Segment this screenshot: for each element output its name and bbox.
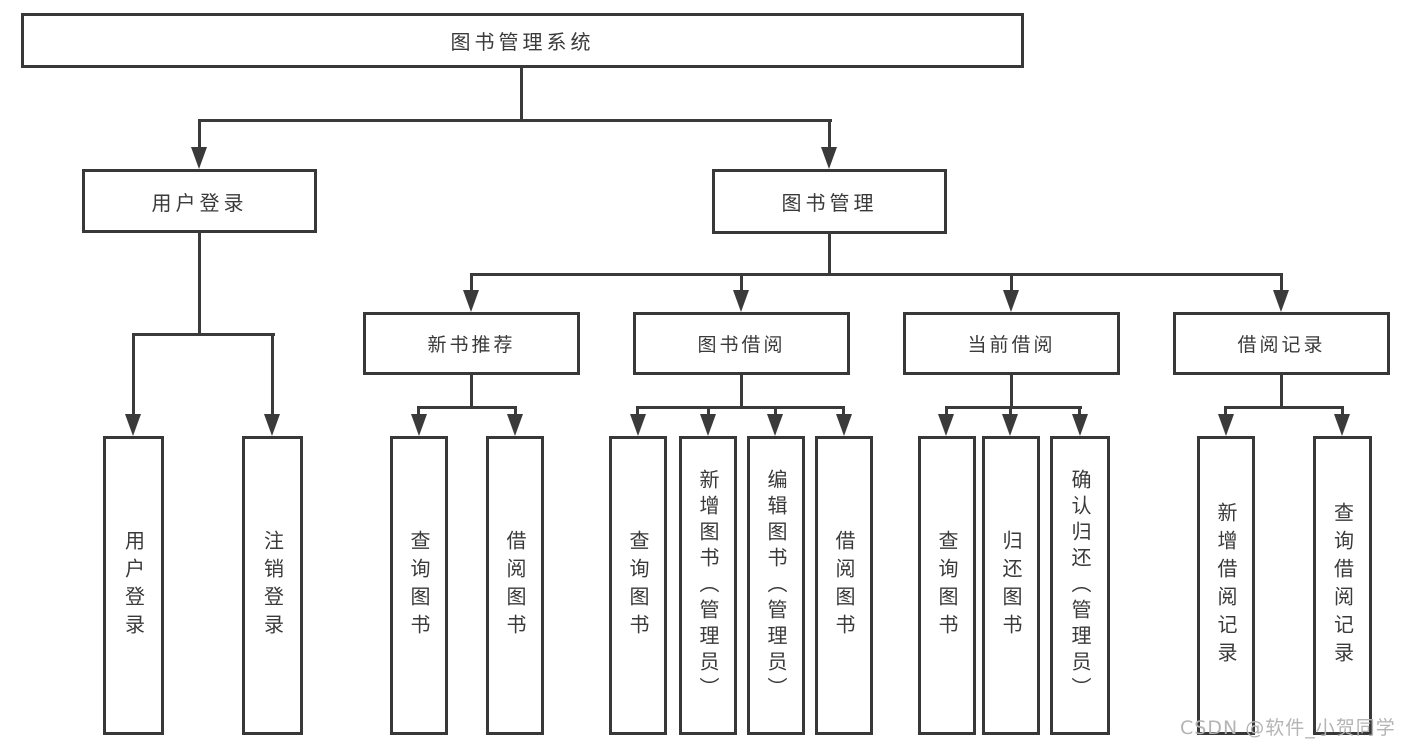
leaf-logout: 注销登录 [242,436,303,735]
connector-vline [1010,373,1013,409]
node-new-book-recommend: 新书推荐 [363,312,580,375]
connector-vline [1280,273,1283,295]
arrow-down-icon [1003,290,1019,312]
arrow-down-icon [507,414,523,436]
leaf-query-borrow-record: 查询借阅记录 [1313,436,1372,735]
connector-vline [271,333,274,418]
arrow-down-icon [630,414,646,436]
connector-vline [1010,273,1013,295]
connector-vline [636,406,639,419]
connector-hline [1224,406,1344,409]
arrow-down-icon [1002,414,1018,436]
arrow-down-icon [1273,290,1289,312]
leaf-add-borrow-record: 新增借阅记录 [1197,436,1255,735]
connector-vline [842,406,845,419]
node-borrowing-records: 借阅记录 [1173,312,1390,375]
connector-vline [1009,406,1012,419]
connector-vline [470,373,473,409]
arrow-down-icon [264,414,280,436]
leaf-user-login: 用户登录 [103,436,164,735]
leaf-confirm-return-admin: 确认归还（管理员） [1050,436,1110,735]
connector-vline [470,273,473,295]
arrow-down-icon [191,147,207,169]
connector-vline [1280,373,1283,409]
connector-hline [417,406,517,409]
arrow-down-icon [836,414,852,436]
connector-vline [198,119,201,152]
connector-vline [828,119,831,152]
leaf-borrow-books: 借阅图书 [486,436,544,735]
arrow-down-icon [700,414,716,436]
leaf-query-books: 查询图书 [609,436,667,735]
leaf-query-books: 查询图书 [390,436,448,735]
connector-vline [945,406,948,419]
arrow-down-icon [733,290,749,312]
leaf-add-book-admin: 新增图书（管理员） [679,436,737,735]
connector-hline [198,119,832,122]
connector-vline [707,406,710,419]
connector-vline [1341,406,1344,419]
arrow-down-icon [125,414,141,436]
connector-vline [1078,406,1081,419]
connector-hline [132,333,275,336]
node-book-borrowing: 图书借阅 [633,312,850,375]
connector-hline [636,406,845,409]
arrow-down-icon [938,414,954,436]
arrow-down-icon [1218,414,1234,436]
arrow-down-icon [411,414,427,436]
arrow-down-icon [767,414,783,436]
connector-vline [774,406,777,419]
arrow-down-icon [1334,414,1350,436]
leaf-edit-book-admin: 编辑图书（管理员） [747,436,805,735]
connector-hline [945,406,1082,409]
connector-vline [514,406,517,419]
leaf-query-books: 查询图书 [918,436,976,735]
connector-vline [132,333,135,418]
connector-vline [1224,406,1227,419]
arrow-down-icon [463,290,479,312]
node-book-management: 图书管理 [712,169,947,234]
node-user-login: 用户登录 [82,169,317,233]
arrow-down-icon [1072,414,1088,436]
leaf-borrow-books: 借阅图书 [815,436,873,735]
connector-hline [470,273,1283,276]
connector-vline [828,232,831,276]
node-library-system: 图书管理系统 [21,13,1024,68]
node-current-borrowing: 当前借阅 [903,312,1120,375]
connector-vline [417,406,420,419]
connector-vline [740,273,743,295]
arrow-down-icon [821,147,837,169]
leaf-return-book: 归还图书 [982,436,1040,735]
connector-vline [198,231,201,336]
csdn-watermark: CSDN @软件_小贺同学 [1180,717,1396,739]
connector-vline [520,66,523,121]
connector-vline [740,373,743,409]
